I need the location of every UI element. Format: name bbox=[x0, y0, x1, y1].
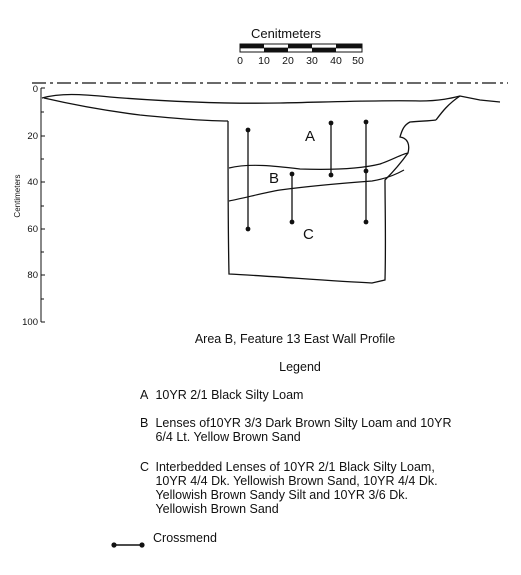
scale-bar-segment bbox=[312, 48, 336, 52]
scale-tick-label: 30 bbox=[306, 55, 318, 67]
zone-a-label: A bbox=[305, 128, 315, 145]
scale-bar-segment bbox=[240, 44, 264, 48]
scale-bar: 0 10 20 30 40 50 bbox=[237, 43, 364, 67]
legend-key: B bbox=[140, 416, 149, 430]
crossmend-end bbox=[363, 119, 369, 125]
scale-tick-label: 0 bbox=[237, 55, 243, 67]
scale-bar-segment bbox=[336, 44, 362, 48]
crossmend-end bbox=[289, 219, 295, 225]
scale-tick-label: 10 bbox=[258, 55, 270, 67]
ground-surface bbox=[435, 95, 461, 121]
crossmend-legend-symbol bbox=[111, 542, 145, 548]
crossmend-end bbox=[328, 120, 334, 126]
crossmend-end bbox=[245, 226, 251, 232]
zone-b-upper-boundary bbox=[228, 152, 409, 170]
legend-item-c: C Interbedded Lenses of 10YR 2/1 Black S… bbox=[140, 460, 460, 516]
legend-item-a: A 10YR 2/1 Black Silty Loam bbox=[140, 388, 485, 402]
crossmend-end bbox=[363, 219, 369, 225]
scale-tick-label: 50 bbox=[352, 55, 364, 67]
scale-tick-label: 40 bbox=[330, 55, 342, 67]
zone-b-lower-boundary bbox=[228, 169, 405, 202]
scale-bar-segment bbox=[288, 44, 312, 48]
crossmend-symbol-end bbox=[111, 542, 117, 548]
scale-tick-label: 20 bbox=[282, 55, 294, 67]
crossmend-symbol-end bbox=[139, 542, 145, 548]
figure-caption: Area B, Feature 13 East Wall Profile bbox=[194, 332, 396, 346]
legend-item-b: B Lenses of10YR 3/3 Dark Brown Silty Loa… bbox=[140, 416, 455, 444]
legend-text: 10YR 2/1 Black Silty Loam bbox=[155, 388, 304, 402]
axis-tick-label: 20 bbox=[27, 131, 38, 142]
ground-surface bbox=[43, 97, 229, 122]
zone-c-label: C bbox=[303, 226, 314, 243]
legend-key: A bbox=[140, 388, 149, 402]
axis-tick-label: 60 bbox=[27, 224, 38, 235]
axis-title: Centimeters bbox=[13, 174, 22, 217]
crossmend-end bbox=[328, 172, 334, 178]
crossmend-lines bbox=[245, 119, 369, 232]
zone-b-label: B bbox=[269, 170, 279, 187]
vertical-axis: 0 20 40 60 80 100 Centimeters bbox=[13, 84, 45, 328]
crossmend-label: Crossmend bbox=[153, 531, 217, 545]
scale-bar-title: Cenitmeters bbox=[250, 26, 322, 41]
legend-text: Interbedded Lenses of 10YR 2/1 Black Sil… bbox=[155, 460, 438, 516]
legend-title: Legend bbox=[279, 360, 321, 374]
feature-outline bbox=[227, 119, 437, 284]
axis-tick-label: 80 bbox=[27, 270, 38, 281]
ground-surface bbox=[41, 93, 501, 104]
legend-key: C bbox=[140, 460, 150, 474]
legend-text: Lenses of10YR 3/3 Dark Brown Silty Loam … bbox=[155, 416, 452, 444]
axis-tick-label: 0 bbox=[33, 84, 38, 95]
crossmend-end bbox=[289, 171, 295, 177]
axis-tick-label: 40 bbox=[27, 177, 38, 188]
axis-tick-label: 100 bbox=[22, 317, 38, 328]
crossmend-end bbox=[245, 127, 251, 133]
scale-bar-segment bbox=[264, 48, 288, 52]
crossmend-end bbox=[363, 168, 369, 174]
